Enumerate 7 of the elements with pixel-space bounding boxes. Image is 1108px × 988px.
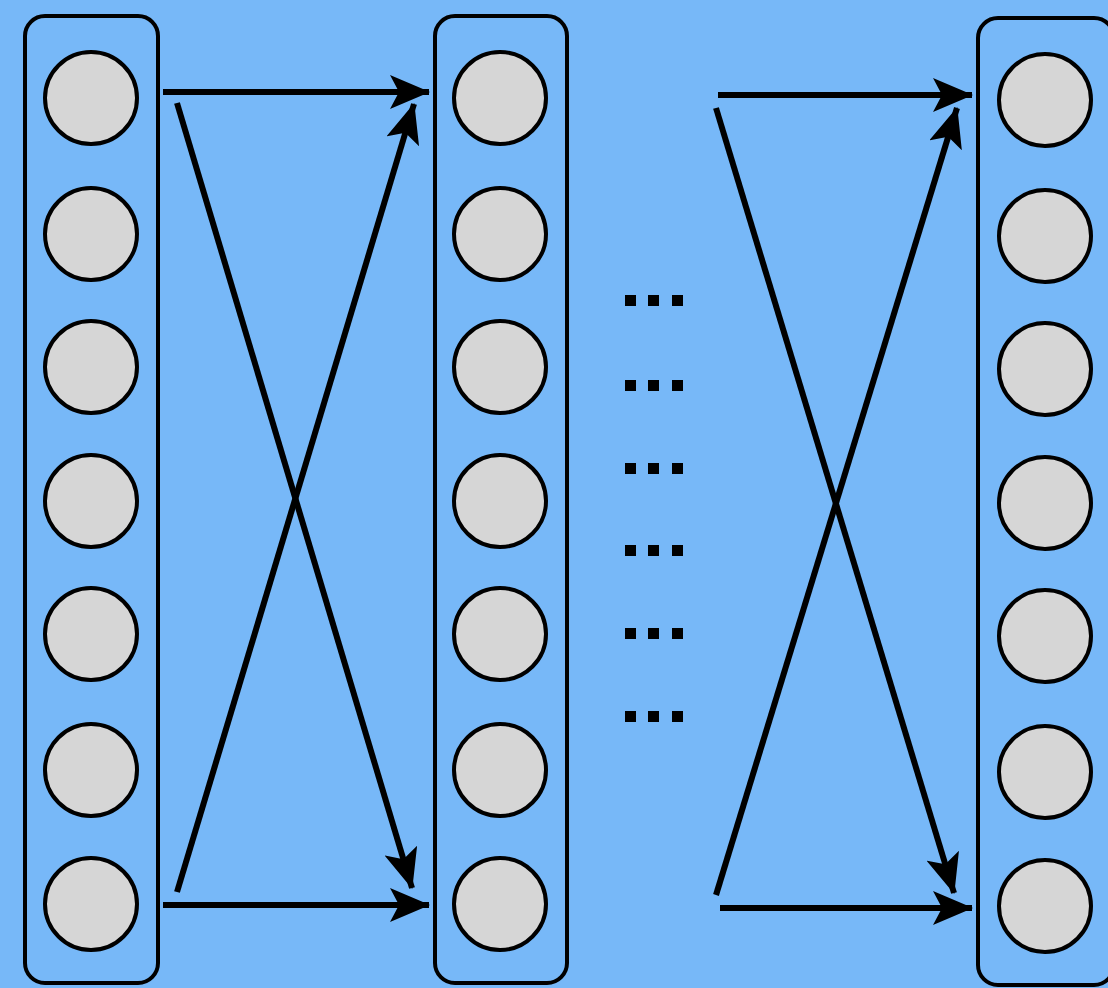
layer-box [976,16,1108,987]
arrow [163,75,430,109]
arrow [720,891,973,925]
layer-box [433,14,569,985]
layer-box [23,14,160,985]
arrow [163,888,430,922]
arrow [718,78,973,112]
